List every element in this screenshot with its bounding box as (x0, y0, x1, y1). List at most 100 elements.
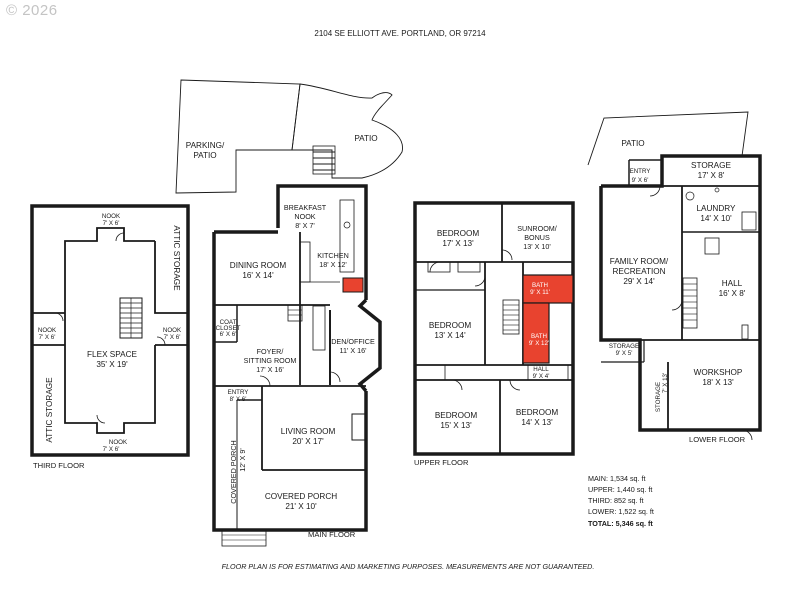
nook-bottom-label: NOOK (109, 439, 128, 446)
coat-closet-label-2: CLOSET (216, 325, 241, 332)
lower-floor-plan (599, 154, 762, 441)
summary-third: THIRD: 852 sq. ft (588, 496, 644, 505)
covered-porch-side-label: COVERED PORCH (229, 440, 238, 504)
bedroom-nw-label: BEDROOM (437, 229, 479, 238)
third-floor-title: THIRD FLOOR (33, 461, 85, 470)
workshop-dim: 18' X 13' (702, 378, 734, 387)
nook-left-label: NOOK (38, 327, 57, 334)
third-floor-labels: NOOK 7' X 6' NOOK 7' X 6' NOOK 7' X 6' N… (33, 213, 182, 470)
third-floor-outer-wall (30, 204, 190, 457)
dining-dim: 16' X 14' (242, 271, 274, 280)
bedroom-sw-label: BEDROOM (435, 411, 477, 420)
sunroom-dim: 13' X 10' (523, 242, 551, 251)
main-floor-title: MAIN FLOOR (308, 530, 356, 539)
third-floor-plan (30, 204, 190, 457)
foyer-label-1: FOYER/ (257, 347, 284, 356)
breakfast-label-2: NOOK (294, 212, 315, 221)
bedroom-nw-dim: 17' X 13' (442, 239, 474, 248)
nook-bottom-dim: 7' X 6' (103, 446, 120, 453)
lower-patio-label: PATIO (621, 139, 644, 148)
bath-mid-dim: 9' X 12' (529, 340, 549, 347)
foyer-dim: 17' X 16' (256, 365, 284, 374)
square-footage-summary: MAIN: 1,534 sq. ft UPPER: 1,440 sq. ft T… (588, 474, 654, 528)
nook-right-dim: 7' X 6' (164, 334, 181, 341)
breakfast-label-1: BREAKFAST (284, 203, 327, 212)
storage-vert-label: STORAGE (655, 382, 662, 412)
summary-main: MAIN: 1,534 sq. ft (588, 474, 646, 483)
bath-top-label: BATH (532, 282, 548, 289)
parking-label-2: PATIO (193, 151, 216, 160)
summary-total: TOTAL: 5,346 sq. ft (588, 519, 653, 528)
main-patio-label: PATIO (354, 134, 377, 143)
main-entry-dim: 8' X 6' (230, 396, 247, 403)
sunroom-label-2: BONUS (524, 233, 550, 242)
family-room-label-1: FAMILY ROOM/ (610, 257, 669, 266)
covered-porch-front-label: COVERED PORCH (265, 492, 337, 501)
bedroom-mid-label: BEDROOM (429, 321, 471, 330)
main-floor-labels: PARKING/ PATIO PATIO BREAKFAST NOOK 8' X… (186, 134, 378, 539)
disclaimer-text: FLOOR PLAN IS FOR ESTIMATING AND MARKETI… (222, 562, 595, 571)
covered-porch-side-dim: 12' X 9' (238, 448, 247, 472)
storage-small-label: STORAGE (609, 343, 639, 350)
kitchen-label: KITCHEN (317, 251, 349, 260)
attic-storage-left-label: ATTIC STORAGE (45, 377, 54, 443)
lower-hall-label: HALL (722, 279, 743, 288)
covered-porch-front-dim: 21' X 10' (285, 502, 317, 511)
sunroom-label-1: SUNROOM/ (517, 224, 557, 233)
upper-floor-outer-wall (413, 201, 575, 456)
bedroom-se-label: BEDROOM (516, 408, 558, 417)
kitchen-dim: 18' X 12' (319, 260, 347, 269)
dining-label: DINING ROOM (230, 261, 287, 270)
foyer-label-2: SITTING ROOM (244, 356, 297, 365)
copyright-watermark: © 2026 (6, 2, 58, 19)
summary-lower: LOWER: 1,522 sq. ft (588, 507, 654, 516)
laundry-label: LAUNDRY (697, 204, 737, 213)
workshop-label: WORKSHOP (694, 368, 743, 377)
upper-floor-title: UPPER FLOOR (414, 458, 469, 467)
storage-top-dim: 17' X 8' (698, 171, 725, 180)
flex-space-dim: 35' X 19' (96, 360, 128, 369)
nook-right-label: NOOK (163, 327, 182, 334)
lower-floor-title: LOWER FLOOR (689, 435, 746, 444)
storage-small-dim: 9' X 5' (616, 350, 633, 357)
main-entry-label: ENTRY (228, 389, 249, 396)
main-floor-exterior (175, 79, 403, 194)
lower-entry-dim: 9' X 6' (632, 177, 649, 184)
upper-hall-dim: 9' X 4' (533, 373, 550, 380)
main-floor-plan (212, 184, 382, 547)
nook-top-label: NOOK (102, 213, 121, 220)
lower-floor-labels: PATIO ENTRY 9' X 6' STORAGE 17' X 8' LAU… (609, 139, 746, 444)
upper-floor-labels: BEDROOM 17' X 13' SUNROOM/ BONUS 13' X 1… (414, 224, 558, 467)
parking-label-1: PARKING/ (186, 141, 225, 150)
upper-floor-plan (413, 201, 575, 456)
living-label: LIVING ROOM (281, 427, 336, 436)
bedroom-se-dim: 14' X 13' (521, 418, 553, 427)
den-dim: 11' X 16' (340, 346, 368, 355)
coat-closet-label-1: COAT (220, 319, 237, 326)
flex-space-label: FLEX SPACE (87, 350, 137, 359)
attic-storage-right-label: ATTIC STORAGE (172, 225, 181, 291)
summary-upper: UPPER: 1,440 sq. ft (588, 485, 652, 494)
breakfast-dim: 8' X 7' (295, 221, 315, 230)
property-address: 2104 SE ELLIOTT AVE. PORTLAND, OR 97214 (314, 29, 486, 38)
living-dim: 20' X 17' (292, 437, 324, 446)
storage-vert-dim: 7' X 13' (662, 373, 669, 393)
laundry-dim: 14' X 10' (700, 214, 732, 223)
family-room-label-2: RECREATION (612, 267, 665, 276)
upper-hall-label: HALL (533, 366, 549, 373)
coat-closet-dim: 6' X 6' (220, 331, 237, 338)
lower-hall-dim: 16' X 8' (719, 289, 746, 298)
bedroom-sw-dim: 15' X 13' (440, 421, 472, 430)
bedroom-mid-dim: 13' X 14' (434, 331, 466, 340)
den-label: DEN/OFFICE (331, 337, 375, 346)
main-floor-half-bath (342, 277, 364, 293)
nook-left-dim: 7' X 6' (39, 334, 56, 341)
nook-top-dim: 7' X 6' (103, 220, 120, 227)
family-room-dim: 29' X 14' (623, 277, 655, 286)
lower-entry-label: ENTRY (630, 168, 651, 175)
bath-mid-label: BATH (531, 333, 547, 340)
storage-top-label: STORAGE (691, 161, 731, 170)
bath-top-dim: 9' X 11' (530, 289, 550, 296)
upper-bath-middle (522, 302, 550, 364)
